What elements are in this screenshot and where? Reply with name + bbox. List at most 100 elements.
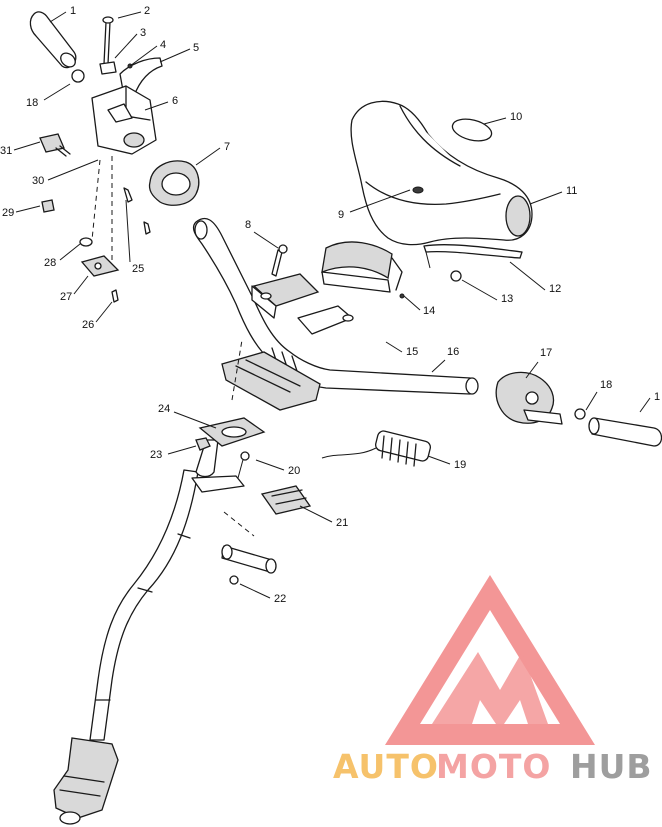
callout-leader-line <box>95 301 113 323</box>
screw-13 <box>450 270 462 282</box>
callout-number: 11 <box>566 185 577 197</box>
bolt-20 <box>237 451 250 479</box>
callout-c25: 25 <box>125 199 144 275</box>
pin-2 <box>102 16 114 65</box>
throttle-housing <box>495 371 563 425</box>
callout-number: 1 <box>70 5 76 17</box>
callout-c4: 4 <box>129 39 166 67</box>
callout-c20: 20 <box>255 459 300 477</box>
clamp-block-31 <box>39 133 71 157</box>
callout-number: 5 <box>193 42 199 54</box>
callout-c27: 27 <box>60 275 89 303</box>
callout-leader-line <box>117 11 142 19</box>
callout-c12: 12 <box>509 261 561 295</box>
callout-leader-line <box>167 445 197 455</box>
callout-number: 30 <box>32 175 44 187</box>
callout-c1: 1 <box>49 5 76 23</box>
clip-3 <box>99 61 117 75</box>
callout-number: 18 <box>26 97 38 109</box>
handlebar-clamp <box>221 273 354 411</box>
callout-c22: 22 <box>239 583 286 605</box>
cup-7 <box>148 160 200 206</box>
callout-number: 6 <box>172 95 178 107</box>
callout-c29: 29 <box>2 205 41 219</box>
watermark-logo <box>385 575 595 745</box>
callout-leader-line <box>59 243 81 261</box>
callout-leader-line <box>125 199 131 263</box>
callout-number: 28 <box>44 257 56 269</box>
callout-leader-line <box>49 11 67 23</box>
callout-c30: 30 <box>32 159 99 187</box>
callout-number: 9 <box>338 209 344 221</box>
column-lower-clamp <box>191 475 245 493</box>
callout-number: 15 <box>406 346 418 358</box>
callout-number: 19 <box>454 459 466 471</box>
callout-leader-line <box>13 141 41 151</box>
callout-number: 4 <box>160 39 166 51</box>
callout-leader-line <box>195 147 221 166</box>
callout-leader-line <box>15 205 41 213</box>
callout-leader-line <box>239 583 271 599</box>
plate-27 <box>80 255 120 277</box>
callout-number: 1 <box>654 391 660 403</box>
callout-leader-line <box>73 275 89 295</box>
callout-number: 13 <box>501 293 513 305</box>
callout-number: 25 <box>132 263 144 275</box>
callout-number: 20 <box>288 465 300 477</box>
watermark-word-moto: MOTO <box>436 747 551 786</box>
callout-number: 22 <box>274 593 286 605</box>
bracket-14 <box>321 241 405 299</box>
callout-number: 14 <box>423 305 435 317</box>
watermark-logo-m-mark <box>432 652 548 730</box>
callout-leader-line <box>255 459 285 471</box>
callout-c21: 21 <box>299 505 348 529</box>
callout-c9: 9 <box>338 189 411 221</box>
callout-number: 17 <box>540 347 552 359</box>
callout-leader-line <box>253 231 279 249</box>
callout-c19: 19 <box>427 455 466 471</box>
callout-leader-line <box>529 191 563 205</box>
callout-number: 21 <box>336 517 348 529</box>
pad-end-opening <box>505 195 531 237</box>
screw-25 <box>123 187 151 235</box>
callout-leader-line <box>431 359 446 373</box>
handlebar-pad <box>350 100 533 246</box>
callout-leader-line <box>47 159 99 181</box>
callout-number: 2 <box>144 5 150 17</box>
callout-leader-line <box>43 83 71 101</box>
callout-c10: 10 <box>483 111 522 125</box>
callout-c1r: 1 <box>639 391 660 413</box>
screw-26 <box>111 289 119 303</box>
callout-leader-line <box>173 411 217 429</box>
callout-c11: 11 <box>529 185 577 205</box>
callout-number: 31 <box>0 145 12 157</box>
decal-10 <box>451 118 493 142</box>
column-flange <box>198 417 266 447</box>
callout-c23: 23 <box>150 445 197 461</box>
grip-right <box>588 417 662 447</box>
callout-number: 23 <box>150 449 162 461</box>
watermark-wordmark: AUTO MOTO HUB <box>333 747 652 786</box>
callout-leader-line <box>129 45 158 67</box>
callout-number: 26 <box>82 319 94 331</box>
strap-12 <box>423 244 523 269</box>
callout-leader-line <box>403 295 421 311</box>
callout-c5: 5 <box>159 42 199 63</box>
callout-c15: 15 <box>385 341 418 358</box>
callout-c16: 16 <box>431 346 459 373</box>
watermark-logo-outer-triangle <box>385 575 595 745</box>
callout-c6: 6 <box>144 95 178 111</box>
callout-leader-line <box>385 341 403 353</box>
callout-leader-line <box>144 101 169 111</box>
column-base-bracket <box>53 737 119 819</box>
callout-c8: 8 <box>245 219 279 249</box>
sleeve-guide-line <box>223 511 255 537</box>
callout-leader-line <box>525 361 539 379</box>
column-upper-tube <box>195 439 219 478</box>
callout-c31: 31 <box>0 141 41 157</box>
callout-c18l: 18 <box>26 83 71 109</box>
callout-c26: 26 <box>82 301 113 331</box>
callout-leader-line <box>159 48 191 63</box>
